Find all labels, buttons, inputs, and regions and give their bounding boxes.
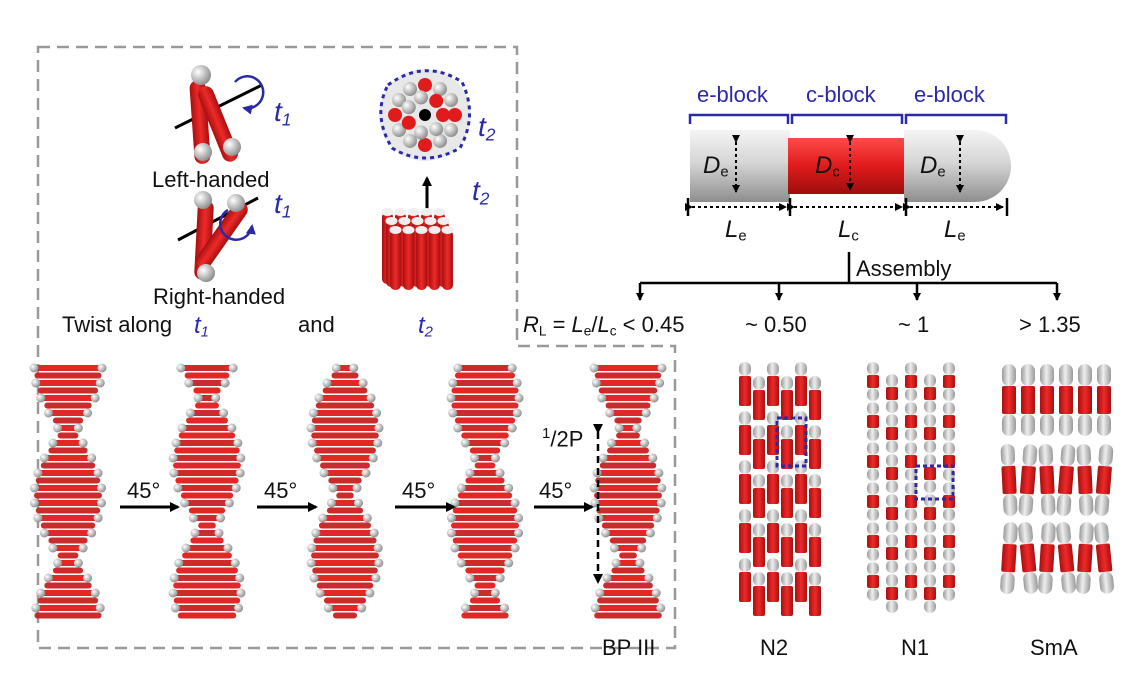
e-block-right-label: e-block <box>914 82 985 107</box>
assembly-tree <box>636 252 1061 301</box>
n2-label: N2 <box>760 635 789 660</box>
de-right-label: De <box>920 152 946 181</box>
rl-value-n2: ~ 0.50 <box>745 312 807 337</box>
lc-label: Lc <box>838 216 859 245</box>
block-schematic <box>685 113 1011 216</box>
panel-frame <box>36 45 677 650</box>
phase-snapshots <box>739 362 1114 616</box>
n1-label: N1 <box>901 635 930 660</box>
le-left-label: Le <box>725 216 747 245</box>
sma-label: SmA <box>1030 635 1078 660</box>
t1-label-upper: t1 <box>274 96 292 130</box>
twist-along-label: Twist along <box>62 312 173 337</box>
right-handed-pair <box>177 191 259 282</box>
de-left-label: De <box>703 152 729 181</box>
angle-label-2: 45° <box>264 478 298 503</box>
bundle-top-view <box>379 69 472 161</box>
e-block-left-label: e-block <box>697 82 768 107</box>
t2-label-upper: t2 <box>478 111 496 145</box>
n2-unit-box <box>775 416 808 468</box>
assembly-label: Assembly <box>856 256 952 281</box>
bp3-label: BP III <box>602 635 656 660</box>
t1-label-lower: t1 <box>274 188 292 222</box>
le-right-label: Le <box>944 216 966 245</box>
right-handed-label: Right-handed <box>153 284 286 309</box>
and-label: and <box>298 312 335 337</box>
twist-t2: t2 <box>418 312 433 341</box>
bundle-side-view <box>381 208 454 290</box>
rl-value-n1: ~ 1 <box>898 312 930 337</box>
angle-label-3: 45° <box>402 478 436 503</box>
twist-t1: t1 <box>194 312 209 341</box>
angle-label-1: 45° <box>127 478 161 503</box>
rl-condition-label: RL = Le/Lc < 0.45 <box>523 312 685 339</box>
twisted-columns <box>29 363 667 619</box>
angle-label-4: 45° <box>539 478 573 503</box>
half-pitch-label: 1/2P <box>542 425 584 452</box>
dc-label: Dc <box>815 152 840 181</box>
left-handed-label: Left-handed <box>152 167 270 192</box>
t2-label-lower: t2 <box>472 175 490 209</box>
c-block-label: c-block <box>806 82 876 107</box>
left-handed-pair <box>174 65 265 164</box>
rl-value-sma: > 1.35 <box>1019 312 1081 337</box>
